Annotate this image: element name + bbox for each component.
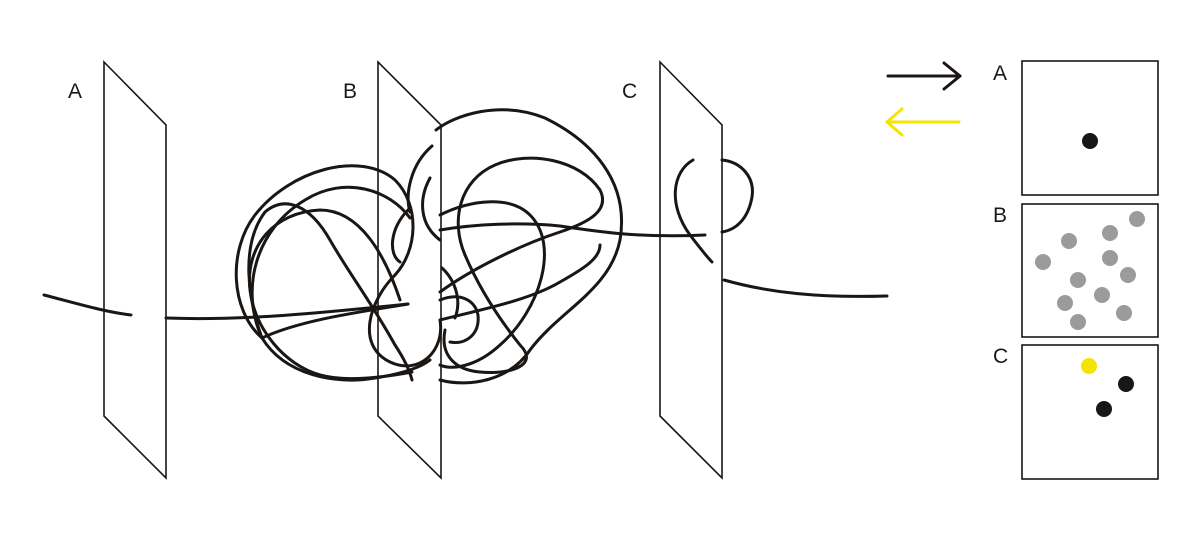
plane-b-label: B — [343, 80, 357, 103]
strand-c-loop — [720, 158, 754, 234]
strand — [42, 108, 889, 385]
panel-b-label: B — [993, 204, 1007, 227]
strand-right-loop-4 — [438, 200, 546, 369]
left-arrow-icon — [885, 107, 961, 137]
panels — [1021, 60, 1159, 480]
strand-loop-6 — [393, 343, 414, 382]
plane-a-label: A — [68, 80, 82, 103]
panel-b-dots — [1035, 211, 1145, 330]
strand-loop-1 — [234, 164, 415, 340]
panel-b-dot — [1070, 272, 1086, 288]
strand-loop-5 — [247, 202, 397, 347]
strand-right-loop-6 — [440, 266, 460, 320]
panel-c — [1021, 344, 1159, 480]
strand-loop-7 — [390, 208, 410, 264]
strand-segment-bc — [438, 222, 707, 238]
panel-b-dot — [1070, 314, 1086, 330]
strand-right-loop-7 — [438, 243, 602, 322]
plane-a — [103, 60, 167, 480]
strand-cross-b-1 — [406, 144, 434, 214]
panel-b-dot — [1035, 254, 1051, 270]
panel-b — [1021, 203, 1159, 338]
plane-c — [659, 60, 723, 480]
strand-right-loop-1 — [438, 156, 604, 294]
panel-c-black-dot — [1096, 401, 1112, 417]
panel-b-dot — [1094, 287, 1110, 303]
planes — [103, 60, 723, 480]
plane-c-label: C — [622, 80, 637, 103]
plane-b — [377, 60, 442, 480]
panel-b-dot — [1102, 250, 1118, 266]
panel-b-dot — [1057, 295, 1073, 311]
panel-c-label: C — [993, 345, 1008, 368]
panel-b-dot — [1116, 305, 1132, 321]
strand-right-loop-3 — [434, 108, 623, 385]
strand-right-tail — [722, 278, 889, 298]
panel-a — [1021, 60, 1159, 196]
strand-c-hook — [673, 158, 714, 264]
strand-right-loop-2 — [442, 253, 528, 375]
panel-c-yellow-dot — [1081, 358, 1097, 374]
strand-cross-b-2 — [421, 176, 442, 242]
panel-c-black-dot — [1118, 376, 1134, 392]
panel-b-dot — [1120, 267, 1136, 283]
right-arrow-icon — [886, 61, 962, 91]
panel-a-dot — [1082, 133, 1098, 149]
panel-b-dot — [1061, 233, 1077, 249]
panel-b-dot — [1102, 225, 1118, 241]
panel-b-dot — [1129, 211, 1145, 227]
panel-a-label: A — [993, 62, 1007, 85]
strand-left-tail — [42, 293, 133, 317]
